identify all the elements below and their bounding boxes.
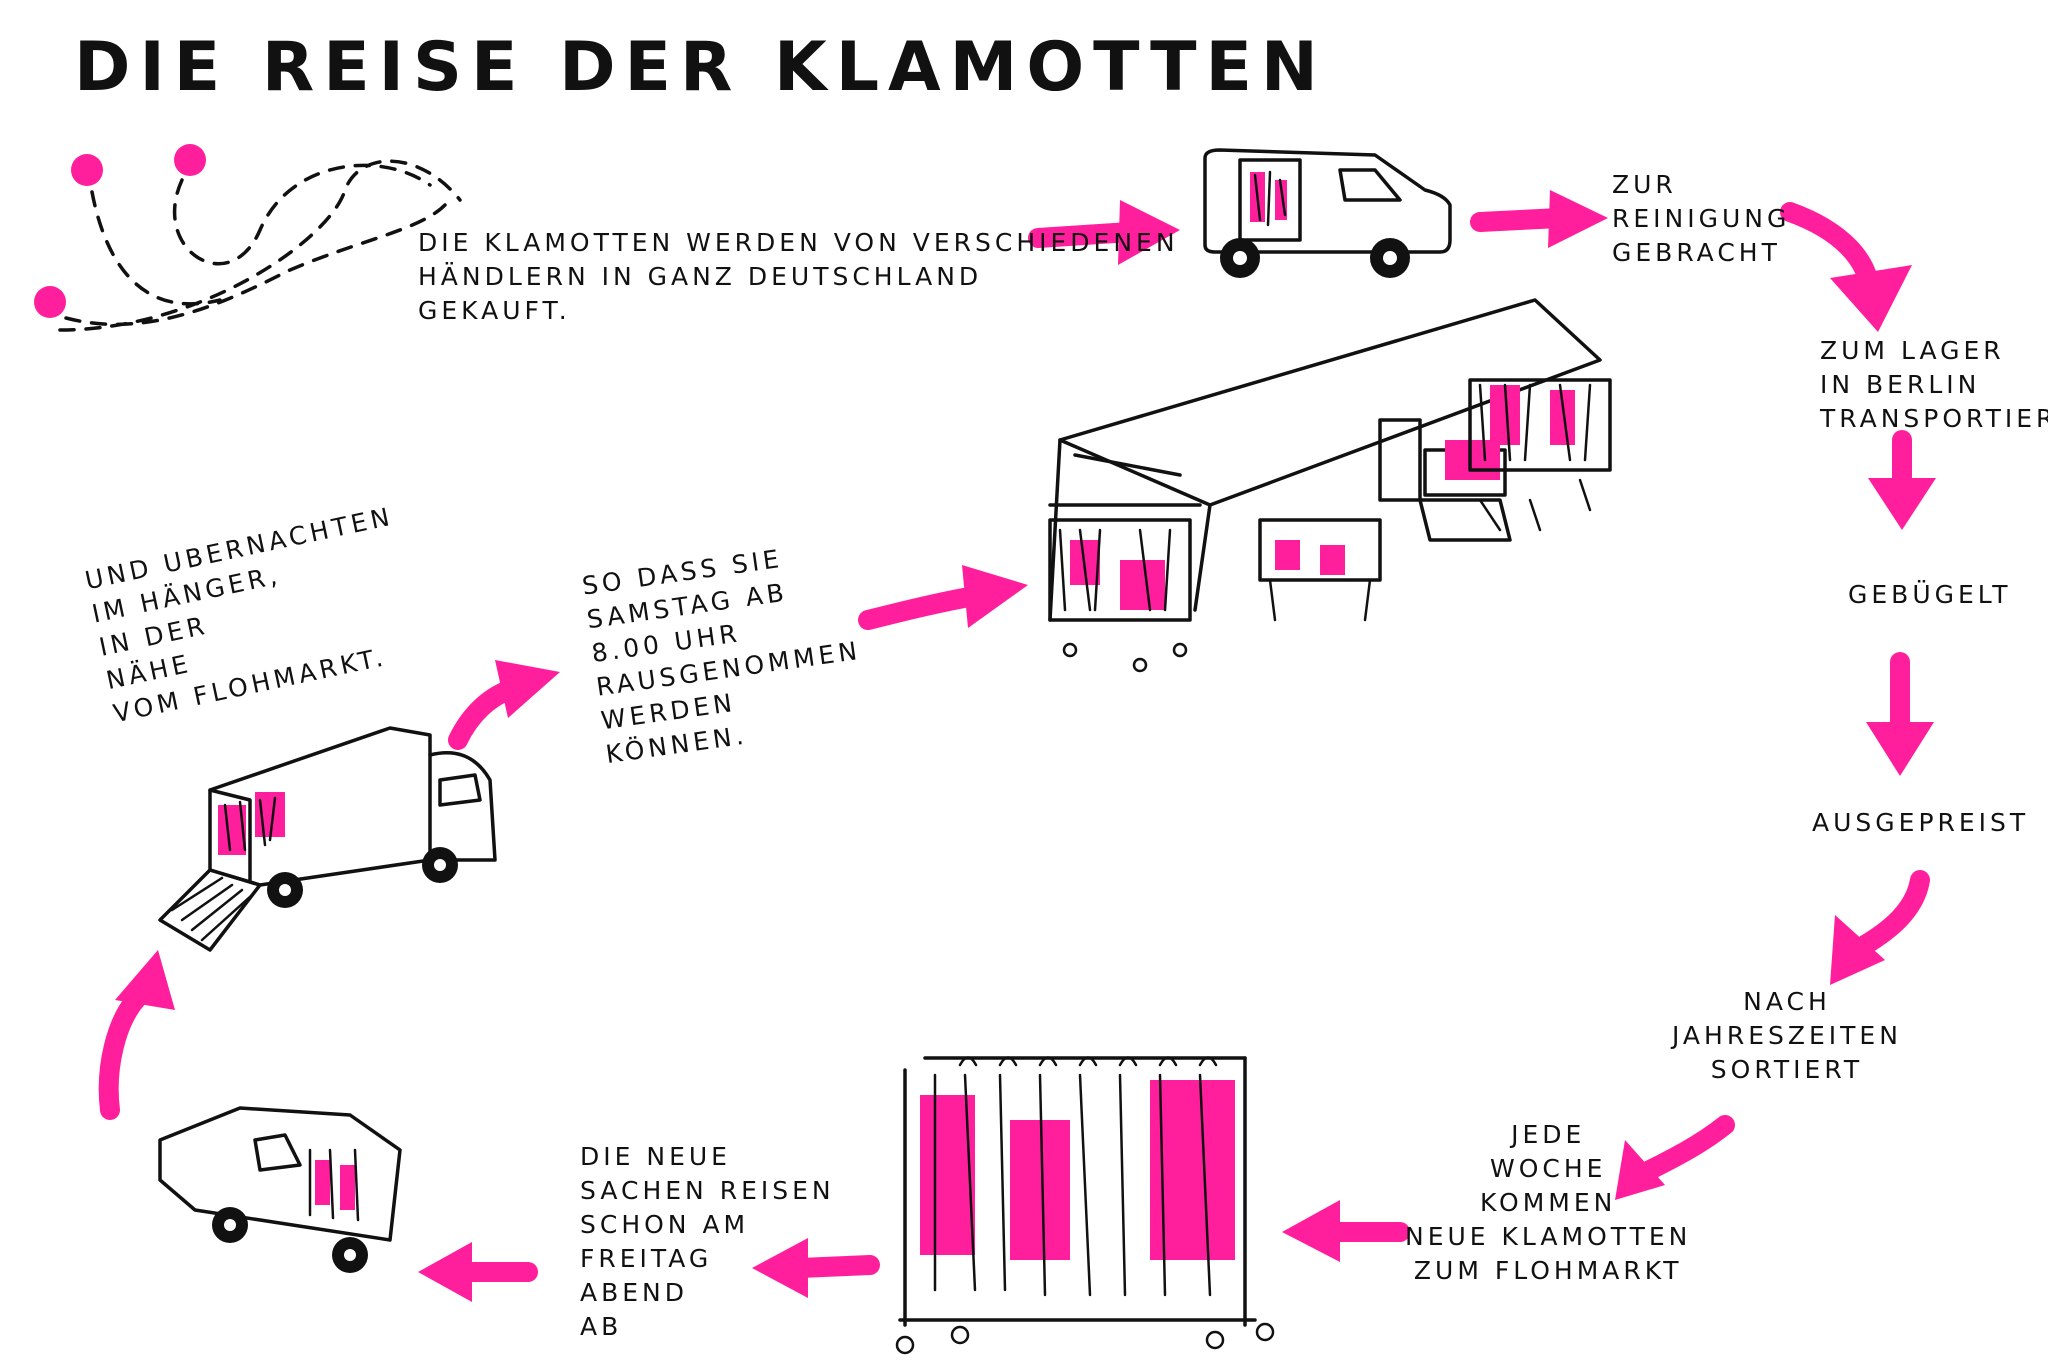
step-label-gekauft: Die Klamotten werden von verschiedenen H… (418, 226, 1179, 328)
arrow-to-sortiert (1830, 870, 1930, 985)
arrow-to-lager (1780, 202, 1912, 332)
arrow-from-rack (752, 1238, 880, 1298)
step-line: nach (1743, 987, 1831, 1016)
arrow-to-rack (1282, 1200, 1410, 1262)
arrow-to-van (1028, 200, 1180, 265)
arrow-to-stall (858, 565, 1028, 630)
step-line: Gebügelt (1848, 580, 2012, 609)
van-icon-bottom (158, 1106, 402, 1273)
dotted-path-icon (34, 144, 462, 332)
arrow-from-truck (448, 660, 560, 750)
step-line: in Berlin (1820, 370, 1981, 399)
arrow-to-reinigung (1470, 190, 1608, 248)
step-line: gebracht (1612, 238, 1781, 267)
arrow-up-to-truck (98, 950, 175, 1120)
step-label-freitag: Die neue Sachen reisen schon am Freitag … (580, 1140, 835, 1344)
step-line: Reinigung (1612, 204, 1791, 233)
step-label-reinigung: zur Reinigung gebracht (1612, 168, 1790, 270)
step-line: Abend (580, 1278, 689, 1307)
arrow-to-gebuegelt (1868, 430, 1936, 530)
step-line: transportiert (1820, 404, 2048, 433)
step-label-samstag: so dass sie Samstag ab 8.00 Uhr rausgeno… (580, 533, 873, 772)
step-label-sortiert: nach Jahreszeiten sortiert (1672, 985, 1902, 1087)
step-label-ausgepreist: Ausgepreist (1812, 806, 2029, 840)
delivery-truck-icon (158, 726, 497, 952)
step-line: Die neue (580, 1142, 731, 1171)
step-line: Sachen reisen (580, 1176, 835, 1205)
step-line: Händlern in ganz Deutschland (418, 262, 983, 291)
step-line: Ausgepreist (1812, 808, 2030, 837)
arrow-to-van-bottom (418, 1242, 538, 1302)
clothes-rack-icon (895, 1056, 1275, 1355)
arrow-to-jede-woche (1615, 1115, 1735, 1200)
step-line: Woche (1489, 1154, 1607, 1183)
step-line: jede (1511, 1120, 1586, 1149)
step-label-gebuegelt: Gebügelt (1848, 578, 2012, 612)
step-line: neue Klamotten (1405, 1222, 1692, 1251)
van-icon (1203, 148, 1452, 278)
step-line: Freitag (580, 1244, 713, 1273)
step-line: kommen (1480, 1188, 1617, 1217)
step-line: zum Lager (1820, 336, 2005, 365)
step-line: Jahreszeiten (1672, 1021, 1902, 1050)
market-stall-icon (1048, 298, 1612, 673)
step-line: sortiert (1710, 1055, 1864, 1084)
step-line: schon am (580, 1210, 750, 1239)
arrow-to-ausgepreist (1866, 652, 1934, 776)
step-line: ab (580, 1312, 623, 1341)
step-line: zum Flohmarkt (1413, 1256, 1683, 1285)
step-label-lager: zum Lager in Berlin transportiert (1820, 334, 2048, 436)
step-line: gekauft. (418, 296, 571, 325)
step-line: zur (1612, 170, 1677, 199)
page-title: Die Reise der Klamotten (74, 28, 1327, 107)
step-label-jede-woche: jede Woche kommen neue Klamotten zum Flo… (1405, 1118, 1691, 1288)
step-line: Die Klamotten werden von verschiedenen (418, 228, 1179, 257)
